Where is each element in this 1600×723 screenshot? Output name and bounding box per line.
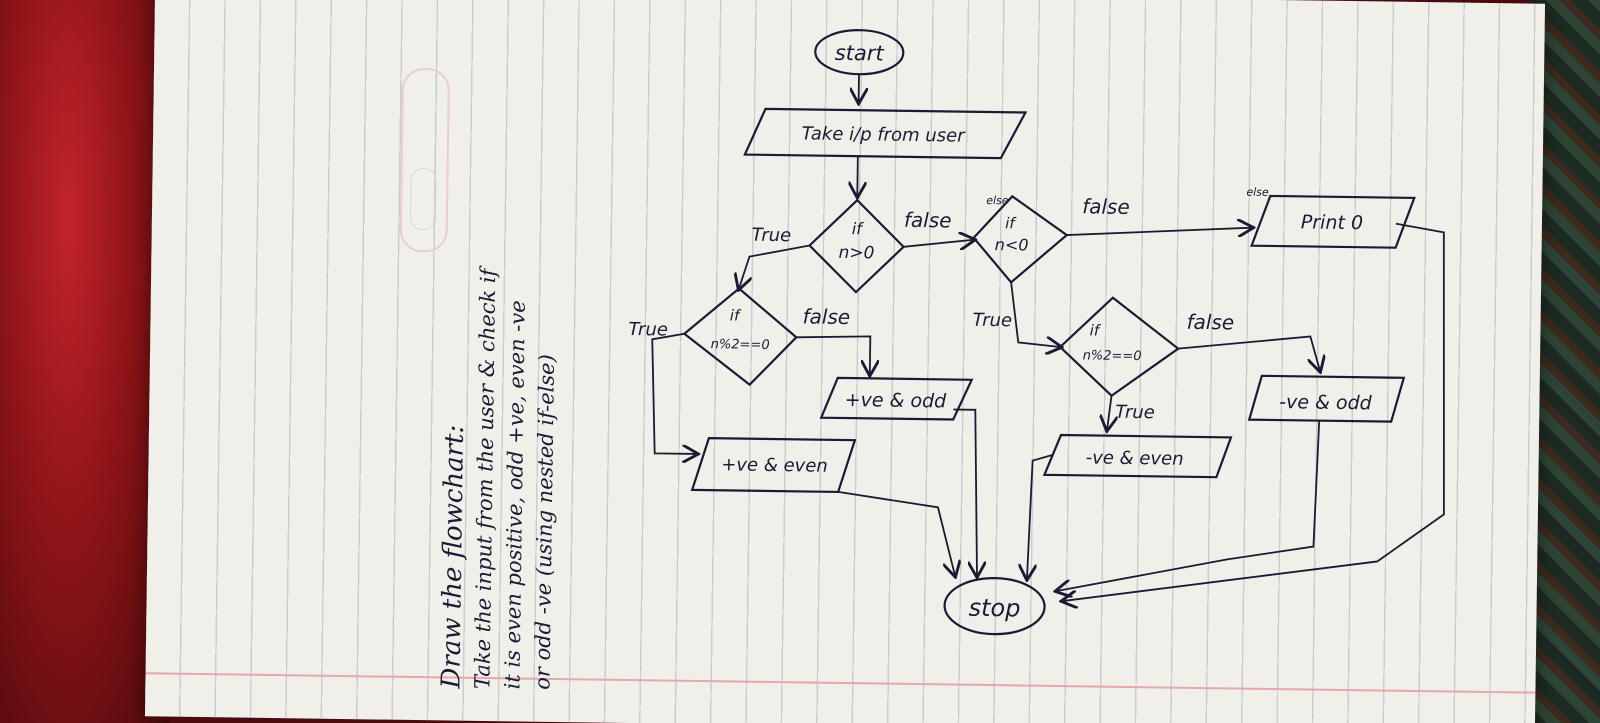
neg-odd-label: -ve & odd bbox=[1279, 391, 1373, 414]
true-label: True bbox=[972, 310, 1012, 332]
pos-odd-box: +ve & odd bbox=[819, 376, 974, 421]
red-cloth-background bbox=[0, 0, 170, 723]
arrow-to-stop bbox=[838, 491, 956, 576]
arrow bbox=[857, 156, 858, 196]
print-zero-label: Print 0 bbox=[1301, 211, 1363, 234]
decision-even-positive: if n%2==0 bbox=[682, 287, 798, 387]
arrow-to-stop bbox=[1057, 420, 1321, 595]
start-label: start bbox=[835, 41, 885, 66]
arrow-true bbox=[1107, 395, 1111, 430]
arrow-to-stop bbox=[1063, 222, 1445, 606]
false-label: false bbox=[904, 208, 952, 233]
notebook-page: Draw the flowchart: Take the input from … bbox=[144, 0, 1546, 723]
pos-even-box: +ve & even bbox=[690, 436, 857, 494]
start-terminal: start bbox=[814, 29, 905, 76]
arrow-true bbox=[1010, 282, 1061, 347]
pos-odd-label: +ve & odd bbox=[845, 389, 948, 412]
arrow-false bbox=[903, 239, 974, 248]
decision-negative: else if n<0 bbox=[972, 194, 1069, 284]
arrow-false bbox=[796, 335, 871, 374]
arrow-true bbox=[739, 244, 810, 290]
input-box: Take i/p from user bbox=[743, 107, 1028, 160]
input-label: Take i/p from user bbox=[802, 123, 967, 146]
arrow-true bbox=[651, 332, 699, 454]
decision-keyword: if bbox=[1090, 321, 1102, 339]
decision-expr: n%2==0 bbox=[711, 337, 770, 353]
decision-expr: n<0 bbox=[995, 235, 1029, 254]
true-label: True bbox=[628, 319, 668, 341]
print-zero-box: else Print 0 bbox=[1246, 186, 1416, 249]
pos-even-label: +ve & even bbox=[721, 454, 828, 476]
stop-terminal: stop bbox=[943, 577, 1046, 636]
else-tag: else bbox=[986, 194, 1009, 207]
decision-expr: n>0 bbox=[838, 243, 874, 263]
true-label: True bbox=[752, 225, 792, 247]
arrow-false bbox=[1178, 335, 1320, 371]
decision-expr: n%2==0 bbox=[1083, 348, 1142, 364]
arrow-to-stop bbox=[1027, 454, 1053, 579]
arrow-to-stop bbox=[953, 408, 979, 576]
decision-even-negative: if n%2==0 bbox=[1058, 296, 1181, 398]
flowchart: start Take i/p from user if n>0 else if … bbox=[628, 29, 1445, 636]
neg-odd-box: -ve & odd bbox=[1247, 374, 1406, 423]
neg-even-box: -ve & even bbox=[1042, 433, 1233, 479]
false-label: false bbox=[1082, 194, 1130, 219]
false-label: false bbox=[802, 304, 850, 329]
stop-label: stop bbox=[968, 594, 1020, 623]
decision-keyword: if bbox=[852, 219, 865, 238]
false-label: false bbox=[1186, 310, 1234, 335]
arrow-false bbox=[1066, 225, 1252, 238]
neg-even-label: -ve & even bbox=[1086, 447, 1184, 469]
decision-keyword: if bbox=[730, 306, 742, 324]
decision-keyword: if bbox=[1005, 214, 1017, 232]
decision-positive: if n>0 bbox=[808, 198, 906, 294]
else-tag: else bbox=[1246, 186, 1269, 199]
true-label: True bbox=[1115, 402, 1155, 424]
